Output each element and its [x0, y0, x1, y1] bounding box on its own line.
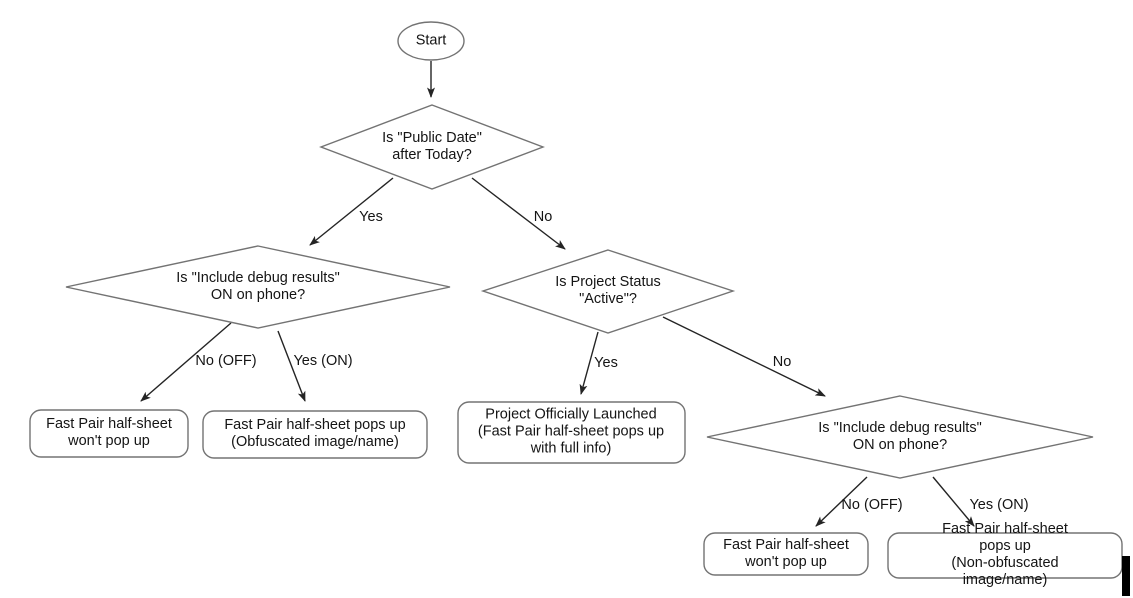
result-no-popup-left — [29, 409, 189, 458]
edge-debug-right-no — [815, 476, 868, 527]
decision-public-date — [319, 104, 545, 190]
edge-debug-right-yes — [932, 476, 975, 527]
edge-public-date-no — [471, 177, 566, 250]
result-non-obfuscated — [887, 532, 1123, 579]
decision-debug-left — [65, 245, 451, 329]
edge-public-date-yes — [309, 177, 394, 246]
edge-debug-left-no — [140, 322, 232, 402]
start-node — [397, 21, 465, 61]
text-cursor-artifact — [1122, 556, 1130, 596]
result-obfuscated — [202, 410, 428, 459]
result-no-popup-right — [703, 532, 869, 576]
decision-project-status — [480, 249, 736, 334]
edge-project-status-no — [662, 316, 826, 397]
decision-debug-right — [706, 395, 1094, 479]
edge-project-status-yes — [579, 331, 599, 395]
result-launched — [457, 401, 686, 464]
edge-debug-left-yes — [277, 330, 306, 402]
